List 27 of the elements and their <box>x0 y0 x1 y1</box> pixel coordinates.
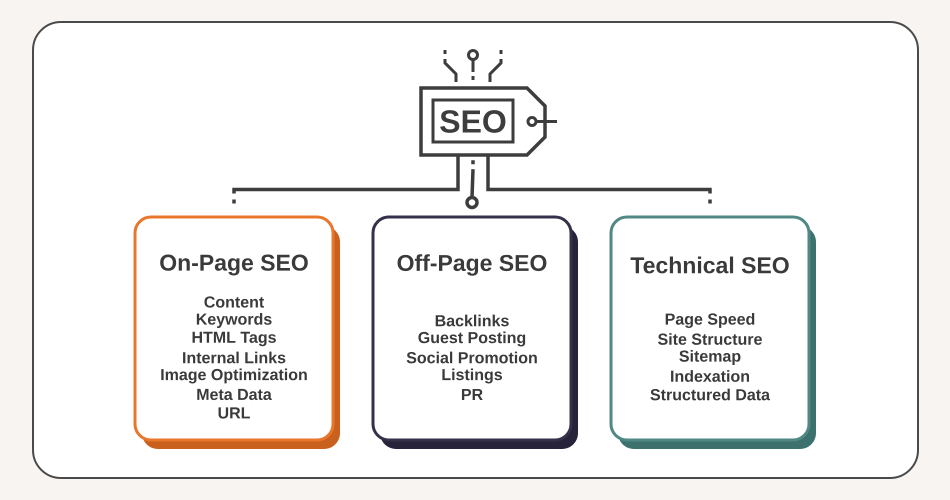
category-card <box>610 216 816 449</box>
list-item: Page Speed <box>666 313 754 328</box>
list-item: Meta Data <box>197 388 272 400</box>
category-card <box>134 216 340 449</box>
category-card <box>372 216 578 449</box>
list-item: Indexation <box>671 370 750 382</box>
list-item: Sitemap <box>679 350 740 365</box>
list-item: Structured Data <box>650 388 770 400</box>
list-item: Keywords <box>196 313 272 328</box>
list-item: PR <box>462 388 483 400</box>
list-item: Image Optimization <box>161 368 307 384</box>
connector-line <box>486 153 712 206</box>
connector-line <box>232 153 460 206</box>
list-item: URL <box>218 407 250 419</box>
card-heading: Off-Page SEO <box>398 254 546 276</box>
connector-line <box>465 158 479 210</box>
card-heading: On-Page SEO <box>160 254 308 276</box>
list-item: Social Promotion <box>406 352 537 364</box>
list-item: HTML Tags <box>192 332 276 346</box>
list-item: Guest Posting <box>418 332 526 346</box>
list-item: Internal Links <box>183 352 286 364</box>
list-item: Site Structure <box>658 333 762 345</box>
card-heading: Technical SEO <box>630 256 789 274</box>
seo-tag: SEO <box>419 86 558 157</box>
list-item: Backlinks <box>436 314 509 326</box>
list-item: Content <box>204 296 264 308</box>
list-item: Listings <box>442 368 502 384</box>
